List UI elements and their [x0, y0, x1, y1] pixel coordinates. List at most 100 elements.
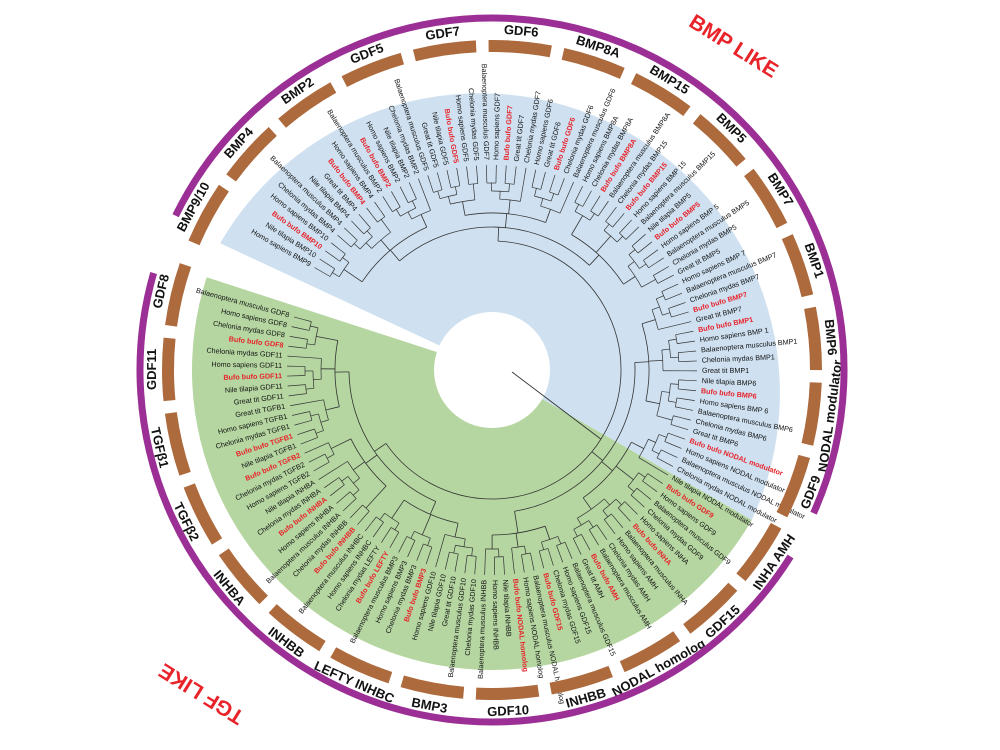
branch-segment [448, 196, 451, 205]
branch-segment [582, 199, 587, 207]
branch-segment [658, 434, 667, 438]
leaf-branch [643, 241, 653, 249]
branch-segment [306, 428, 315, 432]
subfamily-label: GDF7 [424, 23, 460, 43]
branch-segment [453, 545, 456, 554]
branch-segment [301, 411, 310, 414]
branch-segment [421, 514, 432, 536]
subfamily-band-segment [801, 382, 822, 446]
leaf-branch [686, 350, 697, 353]
branch-segment [625, 233, 632, 240]
subfamily-label: GDF11 [144, 349, 159, 390]
branch-arc [377, 216, 386, 223]
leaf-branch [586, 190, 592, 200]
subfamily-band-segment [278, 82, 337, 128]
tgf-like-arc [136, 272, 794, 726]
branch-segment [615, 465, 634, 481]
branch-arc [314, 428, 318, 438]
branch-segment [668, 400, 677, 403]
subfamily-label: GDF6 [503, 22, 539, 40]
branch-segment [357, 227, 364, 235]
leaf-branch [542, 172, 546, 182]
branch-arc [308, 321, 312, 331]
leaf-branch [381, 533, 388, 543]
leaf-label: Homo sapiens GDF7 [491, 93, 501, 160]
leaf-branch [391, 191, 397, 201]
branch-segment [668, 305, 677, 309]
branch-segment [303, 319, 312, 322]
leaf-branch [637, 233, 646, 242]
leaf-branch [505, 165, 507, 176]
branch-segment [645, 400, 660, 405]
branch-segment [602, 510, 609, 517]
branch-segment [511, 547, 514, 564]
leaf-branch [408, 182, 414, 192]
branch-segment [556, 545, 560, 554]
subfamily-band-segment [475, 684, 540, 700]
leaf-branch [293, 316, 304, 320]
leaf-branch [678, 311, 689, 316]
branch-segment [327, 264, 335, 270]
branch-segment [564, 542, 569, 550]
branch-segment [353, 461, 365, 471]
branch-segment [343, 491, 351, 498]
branch-segment [601, 461, 613, 471]
leaf-branch [577, 185, 583, 196]
leaf-branch [456, 168, 459, 178]
branch-arc [323, 399, 329, 421]
leaf-branch [559, 552, 564, 563]
leaf-branch [576, 545, 582, 555]
branch-arc [350, 438, 387, 487]
leaf-branch [683, 330, 694, 334]
subfamily-band-segment [218, 548, 268, 605]
branch-segment [524, 545, 527, 554]
branch-segment [352, 489, 360, 496]
branch-segment [595, 235, 612, 253]
branch-segment [421, 187, 431, 211]
branch-arc [627, 472, 639, 487]
subfamily-band-segment [619, 631, 681, 673]
branch-segment [350, 498, 357, 505]
leaf-branch [331, 242, 340, 250]
branch-segment [541, 541, 544, 550]
branch-segment [591, 451, 603, 461]
branch-segment [590, 204, 596, 212]
leaf-branch [313, 465, 323, 472]
leaf-branch [686, 379, 697, 382]
branch-segment [467, 176, 470, 185]
branch-arc [350, 240, 358, 248]
leaf-branch [294, 422, 305, 426]
leaf-branch [678, 426, 689, 431]
branch-segment [603, 519, 610, 527]
branch-arc [339, 253, 346, 262]
branch-segment [313, 442, 329, 450]
branch-arc [521, 552, 531, 556]
subfamily-band-segment [776, 454, 811, 518]
branch-segment [636, 487, 644, 494]
leaf-branch [654, 477, 663, 484]
leaf-branch [398, 543, 404, 553]
branch-segment [306, 343, 315, 346]
branch-segment [605, 214, 611, 222]
leaf-branch [681, 321, 692, 325]
branch-arc [467, 555, 477, 557]
leaf-branch [435, 557, 439, 568]
branch-segment [530, 552, 533, 561]
branch-segment [344, 241, 352, 248]
branch-segment [310, 325, 319, 329]
branch-segment [638, 457, 660, 471]
subfamily-band-segment [630, 73, 691, 116]
leaf-branch [672, 444, 682, 449]
branch-arc [347, 461, 360, 479]
branch-segment [534, 188, 537, 197]
leaf-label: Homo sapiens GDF11 [211, 360, 282, 370]
leaf-branch [349, 510, 358, 519]
branch-segment [333, 256, 341, 262]
leaf-branch [308, 457, 319, 463]
subfamily-band-segment [268, 604, 326, 652]
branch-segment [627, 486, 635, 492]
leaf-branch [602, 201, 609, 210]
branch-segment [429, 501, 437, 515]
